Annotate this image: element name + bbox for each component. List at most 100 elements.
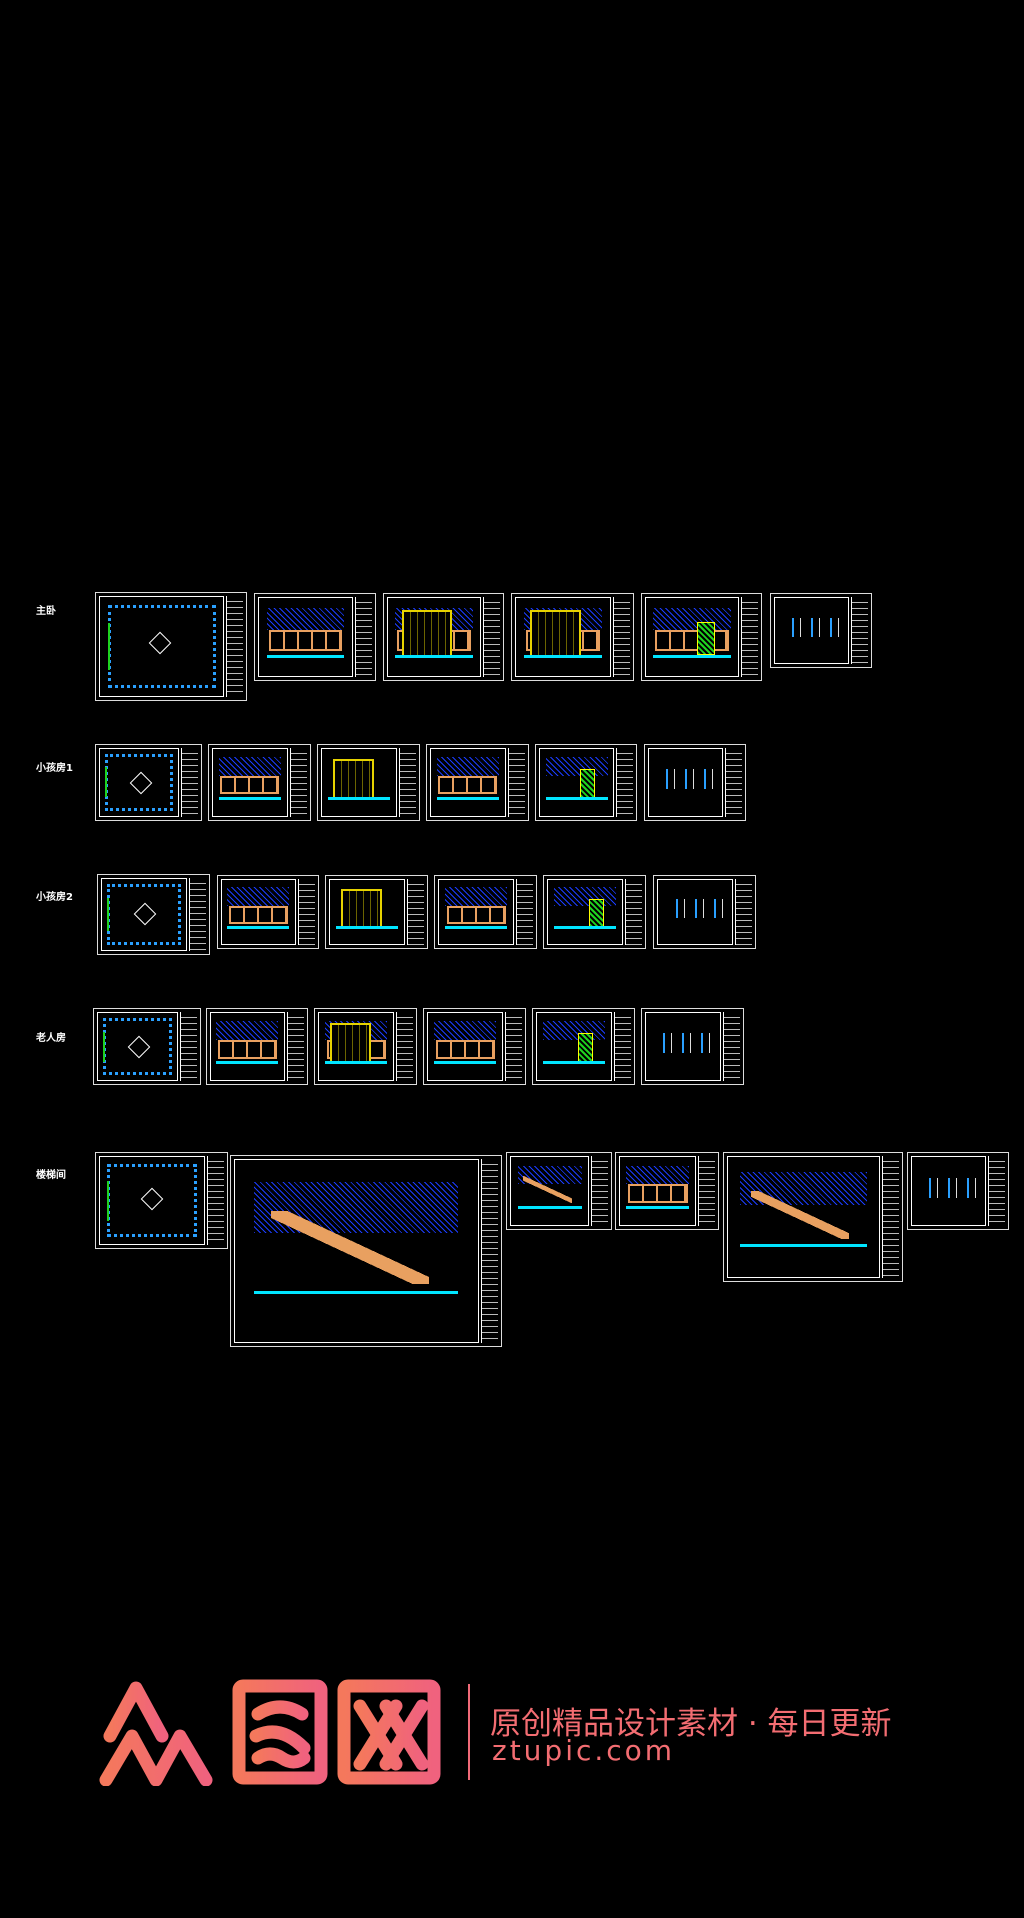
title-block — [516, 878, 534, 946]
drawing-det — [655, 768, 715, 790]
drawing-det — [781, 617, 841, 638]
sheet-frame — [647, 747, 724, 817]
drawing-plan — [102, 1018, 172, 1075]
drawing-sheet-plan[interactable] — [95, 1152, 228, 1250]
drawing-wood — [268, 629, 343, 651]
sheet-frame — [657, 878, 734, 946]
drawing-sheet-yellow[interactable] — [316, 743, 420, 821]
drawing-green — [580, 768, 596, 798]
sheet-frame — [727, 1156, 880, 1279]
drawing-base — [216, 1061, 279, 1065]
drawing-sheet-plan[interactable] — [95, 743, 202, 821]
drawing-det — [665, 899, 725, 919]
drawing-yellow — [332, 758, 374, 800]
drawing-sheet-detail[interactable] — [641, 1008, 744, 1086]
drawing-sheet-wood[interactable] — [615, 1152, 720, 1230]
row-label: 楼梯间 — [36, 1170, 66, 1182]
drawing-wood — [438, 775, 498, 795]
drawing-base — [517, 1205, 582, 1209]
row-label: 主卧 — [36, 606, 56, 618]
sheet-frame — [536, 1012, 612, 1082]
drawing-sheet-wood-green[interactable] — [641, 593, 763, 682]
drawing-sheet-wood-yellow[interactable] — [314, 1008, 418, 1086]
row-label: 老人房 — [36, 1033, 66, 1044]
brand-logo — [98, 1678, 443, 1787]
drawing-wood — [435, 1039, 495, 1059]
drawing-hatch — [545, 756, 608, 776]
drawing-sheet-wood[interactable] — [434, 874, 538, 950]
drawing-yellow — [401, 610, 452, 657]
title-block — [206, 1156, 224, 1246]
drawing-sheet-detail[interactable] — [769, 593, 873, 668]
title-block — [741, 597, 759, 678]
drawing-sheet-detail[interactable] — [653, 874, 757, 950]
drawing-sheet-detail[interactable] — [906, 1152, 1010, 1230]
drawing-sheet-plan[interactable] — [95, 592, 248, 701]
drawing-wood — [228, 905, 288, 924]
row-label: 小孩房2 — [36, 892, 73, 904]
sheet-frame — [645, 1012, 721, 1082]
drawing-hatch — [436, 756, 499, 776]
title-block — [179, 1012, 197, 1082]
title-block — [189, 877, 207, 952]
title-block — [612, 597, 630, 678]
drawing-base — [543, 1061, 606, 1065]
sheet-frame — [429, 747, 506, 817]
drawing-sheet-green[interactable] — [532, 1008, 635, 1086]
drawing-sheet-wood[interactable] — [205, 1008, 309, 1086]
drawing-sheet-wood[interactable] — [425, 743, 529, 821]
drawing-wood — [627, 1184, 688, 1204]
drawing-sheet-plan[interactable] — [92, 1008, 201, 1086]
drawing-base — [653, 654, 731, 658]
watermark-slogan: 原创精品设计素材 · 每日更新 — [490, 1706, 892, 1742]
title-block — [624, 878, 642, 946]
sheet-frame — [209, 1012, 286, 1082]
drawing-sheet-detail[interactable] — [643, 743, 747, 821]
title-block — [881, 1156, 899, 1279]
drawing-wood — [446, 905, 506, 924]
sheet-frame — [386, 597, 482, 678]
drawing-sheet-wood[interactable] — [207, 743, 311, 821]
drawing-sheet-green[interactable] — [534, 743, 638, 821]
drawing-plan — [106, 1164, 198, 1238]
sheet-frame — [910, 1156, 987, 1226]
row-label: 小孩房1 — [36, 762, 73, 774]
sheet-frame — [320, 747, 397, 817]
title-block — [613, 1012, 631, 1082]
drawing-base — [434, 1061, 497, 1065]
sheet-frame — [773, 597, 850, 664]
title-block — [298, 878, 316, 946]
title-block — [180, 747, 198, 817]
drawing-base — [523, 654, 603, 658]
drawing-sheet-wood-yellow[interactable] — [382, 593, 505, 682]
drawing-sheet-stair[interactable] — [230, 1154, 502, 1347]
sheet-frame — [619, 1156, 697, 1226]
drawing-base — [327, 797, 390, 801]
drawing-base — [545, 797, 608, 801]
drawing-sheet-plan[interactable] — [96, 873, 211, 956]
drawing-plan — [107, 605, 216, 689]
drawing-hatch — [445, 887, 508, 906]
drawing-hatch — [227, 887, 290, 906]
drawing-det — [653, 1033, 713, 1054]
drawing-sheet-green[interactable] — [543, 874, 646, 950]
drawing-hatch — [266, 607, 345, 630]
sheet-frame — [99, 596, 225, 697]
drawing-sheet-stair[interactable] — [723, 1152, 903, 1283]
drawing-sheet-wood[interactable] — [423, 1008, 527, 1086]
drawing-sheet-wood[interactable] — [216, 874, 320, 950]
drawing-sheet-wood[interactable] — [254, 593, 376, 682]
sheet-frame — [96, 1012, 178, 1082]
drawing-sheet-wood-yellow[interactable] — [511, 593, 634, 682]
drawing-sheet-yellow[interactable] — [325, 874, 429, 950]
sheet-frame — [329, 878, 406, 946]
drawing-sheet-stair[interactable] — [506, 1152, 612, 1230]
drawing-green — [588, 899, 605, 927]
sheet-frame — [100, 877, 188, 952]
title-block — [507, 747, 525, 817]
drawing-base — [445, 926, 508, 930]
sheet-frame — [211, 747, 288, 817]
title-block — [698, 1156, 716, 1226]
sheet-frame — [645, 597, 740, 678]
title-block — [988, 1156, 1006, 1226]
